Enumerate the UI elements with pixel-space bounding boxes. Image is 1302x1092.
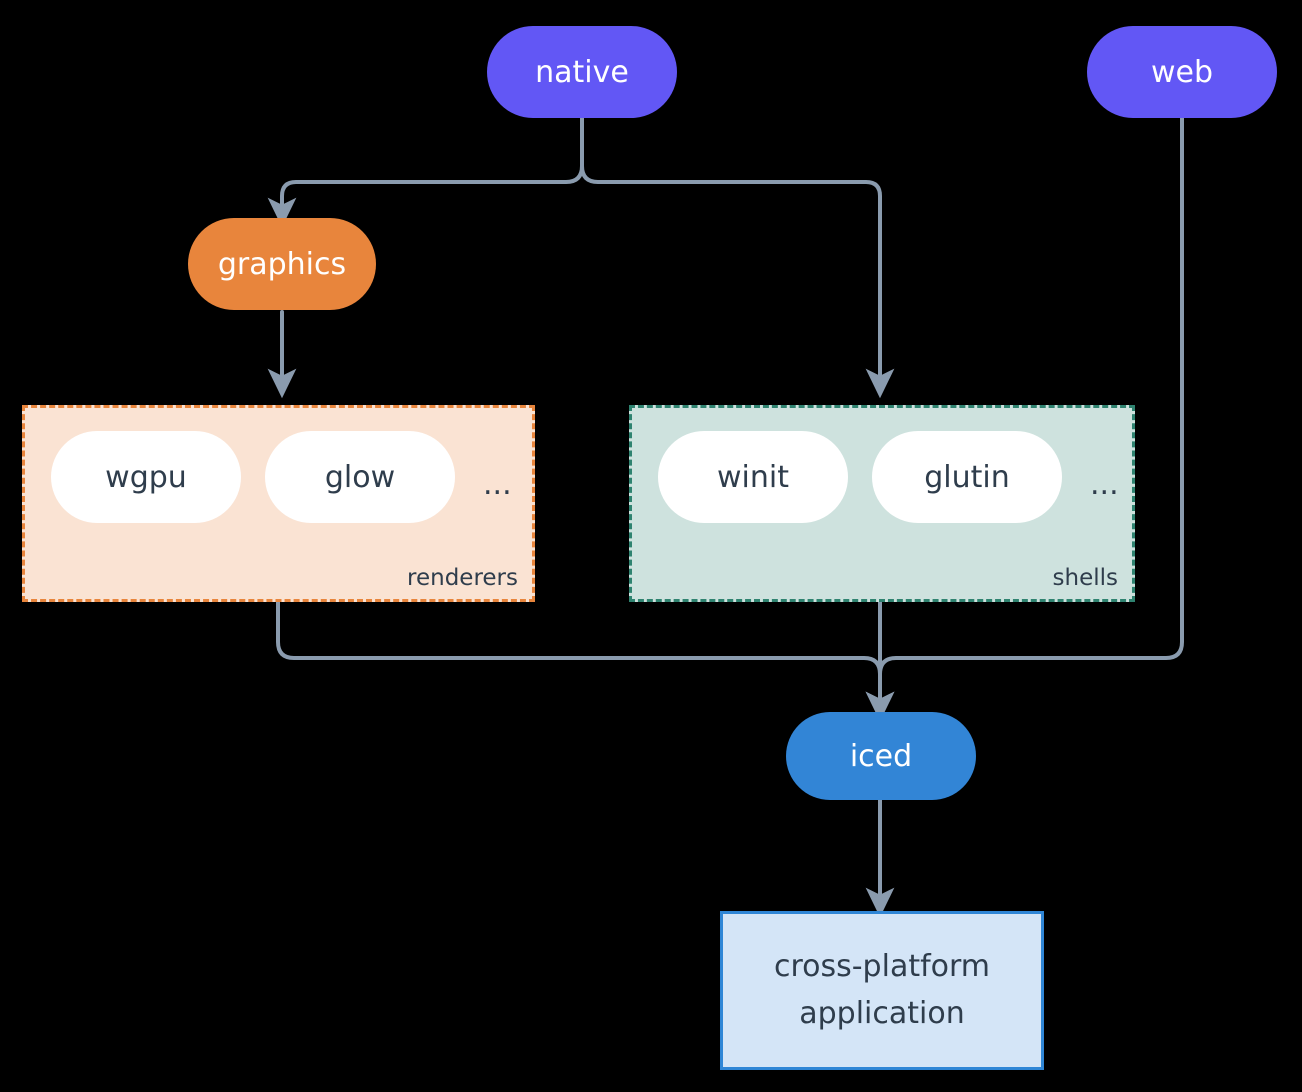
leaf-glutin[interactable]: glutin	[872, 431, 1062, 523]
renderers-overflow-ellipsis: ...	[483, 467, 512, 502]
group-shells: winit glutin ... shells	[629, 405, 1135, 602]
group-renderers: wgpu glow ... renderers	[22, 405, 535, 602]
node-cross-platform-application[interactable]: cross-platform application	[720, 911, 1044, 1070]
node-web-label: web	[1150, 54, 1214, 90]
node-web[interactable]: web	[1087, 26, 1277, 118]
application-label-line2: application	[799, 995, 965, 1031]
edge-native-shells	[580, 114, 895, 399]
node-native[interactable]: native	[487, 26, 677, 118]
leaf-winit-label: winit	[717, 459, 789, 495]
node-native-label: native	[535, 54, 629, 90]
node-graphics-label: graphics	[217, 246, 347, 282]
node-iced-label: iced	[849, 738, 913, 774]
leaf-glow-label: glow	[324, 459, 396, 495]
node-iced[interactable]: iced	[786, 712, 976, 800]
leaf-wgpu[interactable]: wgpu	[51, 431, 241, 523]
edge-renderers-iced	[276, 600, 895, 722]
application-label-line1: cross-platform	[773, 949, 991, 984]
leaf-glow[interactable]: glow	[265, 431, 455, 523]
leaf-wgpu-label: wgpu	[105, 459, 187, 495]
group-shells-label: shells	[1052, 565, 1118, 591]
leaf-glutin-label: glutin	[924, 459, 1010, 495]
leaf-winit[interactable]: winit	[658, 431, 848, 523]
edge-native-graphics	[267, 114, 584, 228]
group-renderers-label: renderers	[407, 565, 518, 591]
node-graphics[interactable]: graphics	[188, 218, 376, 310]
shells-overflow-ellipsis: ...	[1090, 467, 1119, 502]
